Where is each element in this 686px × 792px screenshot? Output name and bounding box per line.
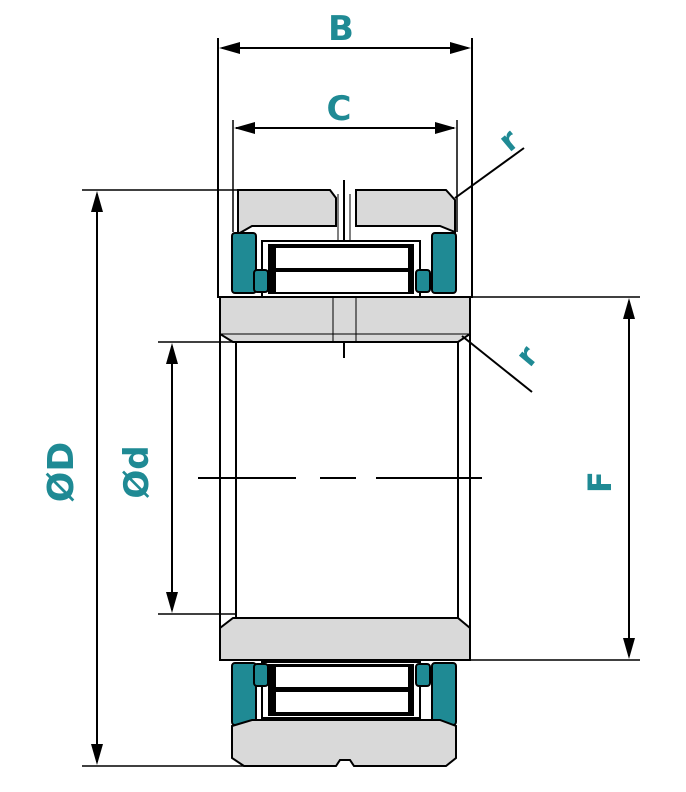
top-seal-right xyxy=(415,232,457,294)
bottom-outer-ring xyxy=(231,719,457,767)
dim-d-arrow xyxy=(166,343,178,613)
radius-leader-mid xyxy=(461,335,533,393)
label-od: ØD xyxy=(41,442,82,503)
label-c: C xyxy=(327,89,352,129)
label-d: Ød xyxy=(117,445,157,498)
top-outer-ring xyxy=(237,180,456,358)
bottom-rolling-element xyxy=(261,661,421,719)
top-inner-ring xyxy=(219,296,471,343)
bottom-seal-right xyxy=(415,662,457,726)
bottom-inner-ring xyxy=(219,617,471,661)
top-seal-left xyxy=(231,232,269,294)
dim-c-arrow xyxy=(234,122,456,134)
dim-f-arrow xyxy=(623,298,635,659)
label-f: F xyxy=(581,471,619,493)
label-r-mid: r xyxy=(509,339,545,373)
dim-od-arrow xyxy=(91,191,103,765)
extension-lines xyxy=(82,38,640,767)
radius-leader-top xyxy=(454,147,525,199)
label-r-top: r xyxy=(492,123,526,159)
label-b: B xyxy=(328,9,354,49)
dim-b-arrow xyxy=(219,42,471,54)
bottom-seal-left xyxy=(231,662,269,726)
top-rolling-element xyxy=(261,240,421,298)
